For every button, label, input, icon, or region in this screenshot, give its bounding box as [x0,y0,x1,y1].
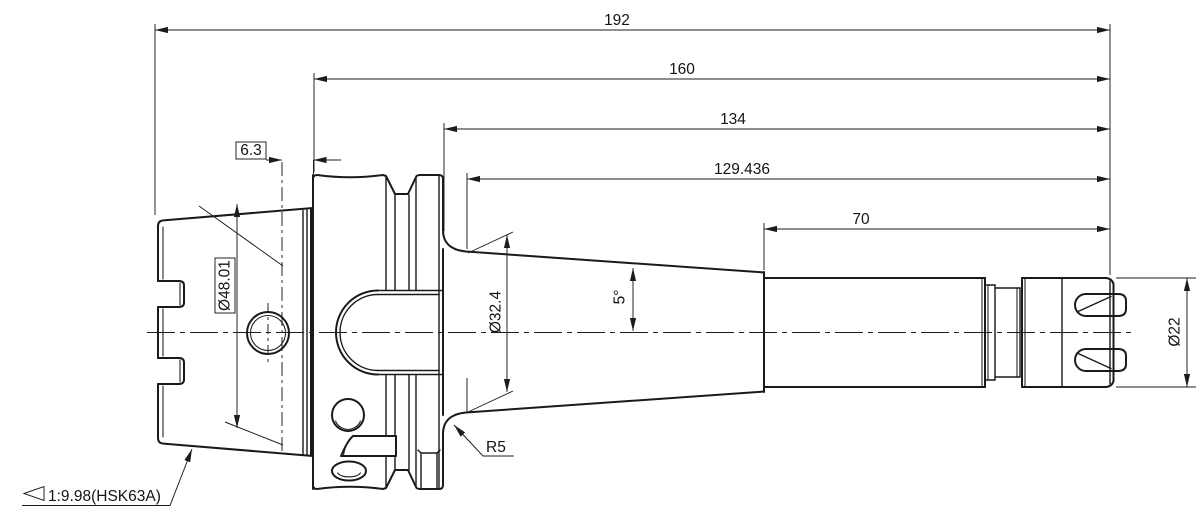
dim-134-label: 134 [720,111,746,128]
bore-chord-lines [377,289,444,376]
dim-angle-label: 5° [612,290,629,305]
v-groove-top-lines [385,176,417,291]
flange-geometry [312,174,765,490]
collet-nut-geometry [1021,277,1127,388]
dim-192-label: 192 [604,12,630,29]
flange-bottom-recess [417,449,441,489]
cone-cylinder-geometry [763,271,1021,393]
dimension-160: 160 [313,61,1110,172]
dimension-129-436: 129.436 [466,161,1110,412]
dim-32-label: Ø32.4 [488,291,505,334]
callout-r5: R5 [453,424,514,457]
shank-hole-inner [249,314,287,352]
r5-leader [453,424,514,457]
dim-22-extension-lines [1116,277,1196,388]
dimension-192: 192 [154,12,1111,275]
dim-192-extension-lines [154,24,1111,275]
dimension-134: 134 [443,111,1110,231]
callout-taper-ratio: 1:9.98(HSK63A) [22,448,193,506]
shank-transition-rings [302,209,308,456]
dim-48-label: Ø48.01 [217,260,234,311]
flange-cone-top-profile [312,174,765,274]
dimension-6-3: 6.3 [235,141,341,174]
flange-cone-bottom-profile [312,390,765,490]
dimension-22: Ø22 [1116,277,1196,388]
flange-ellipse-inner-arc [336,472,362,478]
flange-hole-inner-arc [334,420,362,430]
shank-top-edge [157,207,314,282]
shank-hole-outer [246,311,290,355]
shank-notch-bottom [157,357,185,385]
dim-70-label: 70 [852,211,870,228]
cylinder-edges [763,277,986,388]
relief-ring-inner-lines [987,284,1018,381]
nut-slot-bottom [1074,348,1127,372]
relief-ring-edges [984,284,1021,381]
dim-22-label: Ø22 [1167,317,1184,346]
drive-slot-inner-curve [342,437,351,456]
shank-geometry [157,207,314,457]
nut-slot-top-diagonal [1076,295,1112,313]
dimension-32-4: Ø32.4 [467,231,514,413]
flange-hole-ellipse [331,460,367,482]
taper-symbol-icon [22,485,45,502]
shank-notch-top [157,280,185,308]
dim-63-label: 6.3 [240,142,262,159]
relief-ring-faces [994,284,1021,381]
nut-slot-bottom-diagonal [1076,352,1112,370]
dim-160-label: 160 [669,61,695,78]
dimension-angle-5: 5° [612,268,637,331]
v-groove-bottom-lines [385,374,417,488]
dim-48-oblique-extensions [198,205,284,446]
bore-arc-inner [339,293,379,372]
dim-48-box [214,257,236,314]
shank-bottom-edge [157,383,314,457]
bore-arc-outer [335,289,379,376]
nut-outline [1021,277,1115,388]
taper-leader [22,448,193,506]
dim-129-label: 129.436 [714,161,770,178]
nut-slot-top [1074,293,1127,317]
dimension-70: 70 [763,211,1110,270]
r5-label: R5 [486,439,506,456]
flange-hole-circle [331,398,365,432]
dim-63-box [235,141,267,160]
dimension-48-01: Ø48.01 [198,204,284,446]
taper-ratio-label: 1:9.98(HSK63A) [48,488,161,505]
